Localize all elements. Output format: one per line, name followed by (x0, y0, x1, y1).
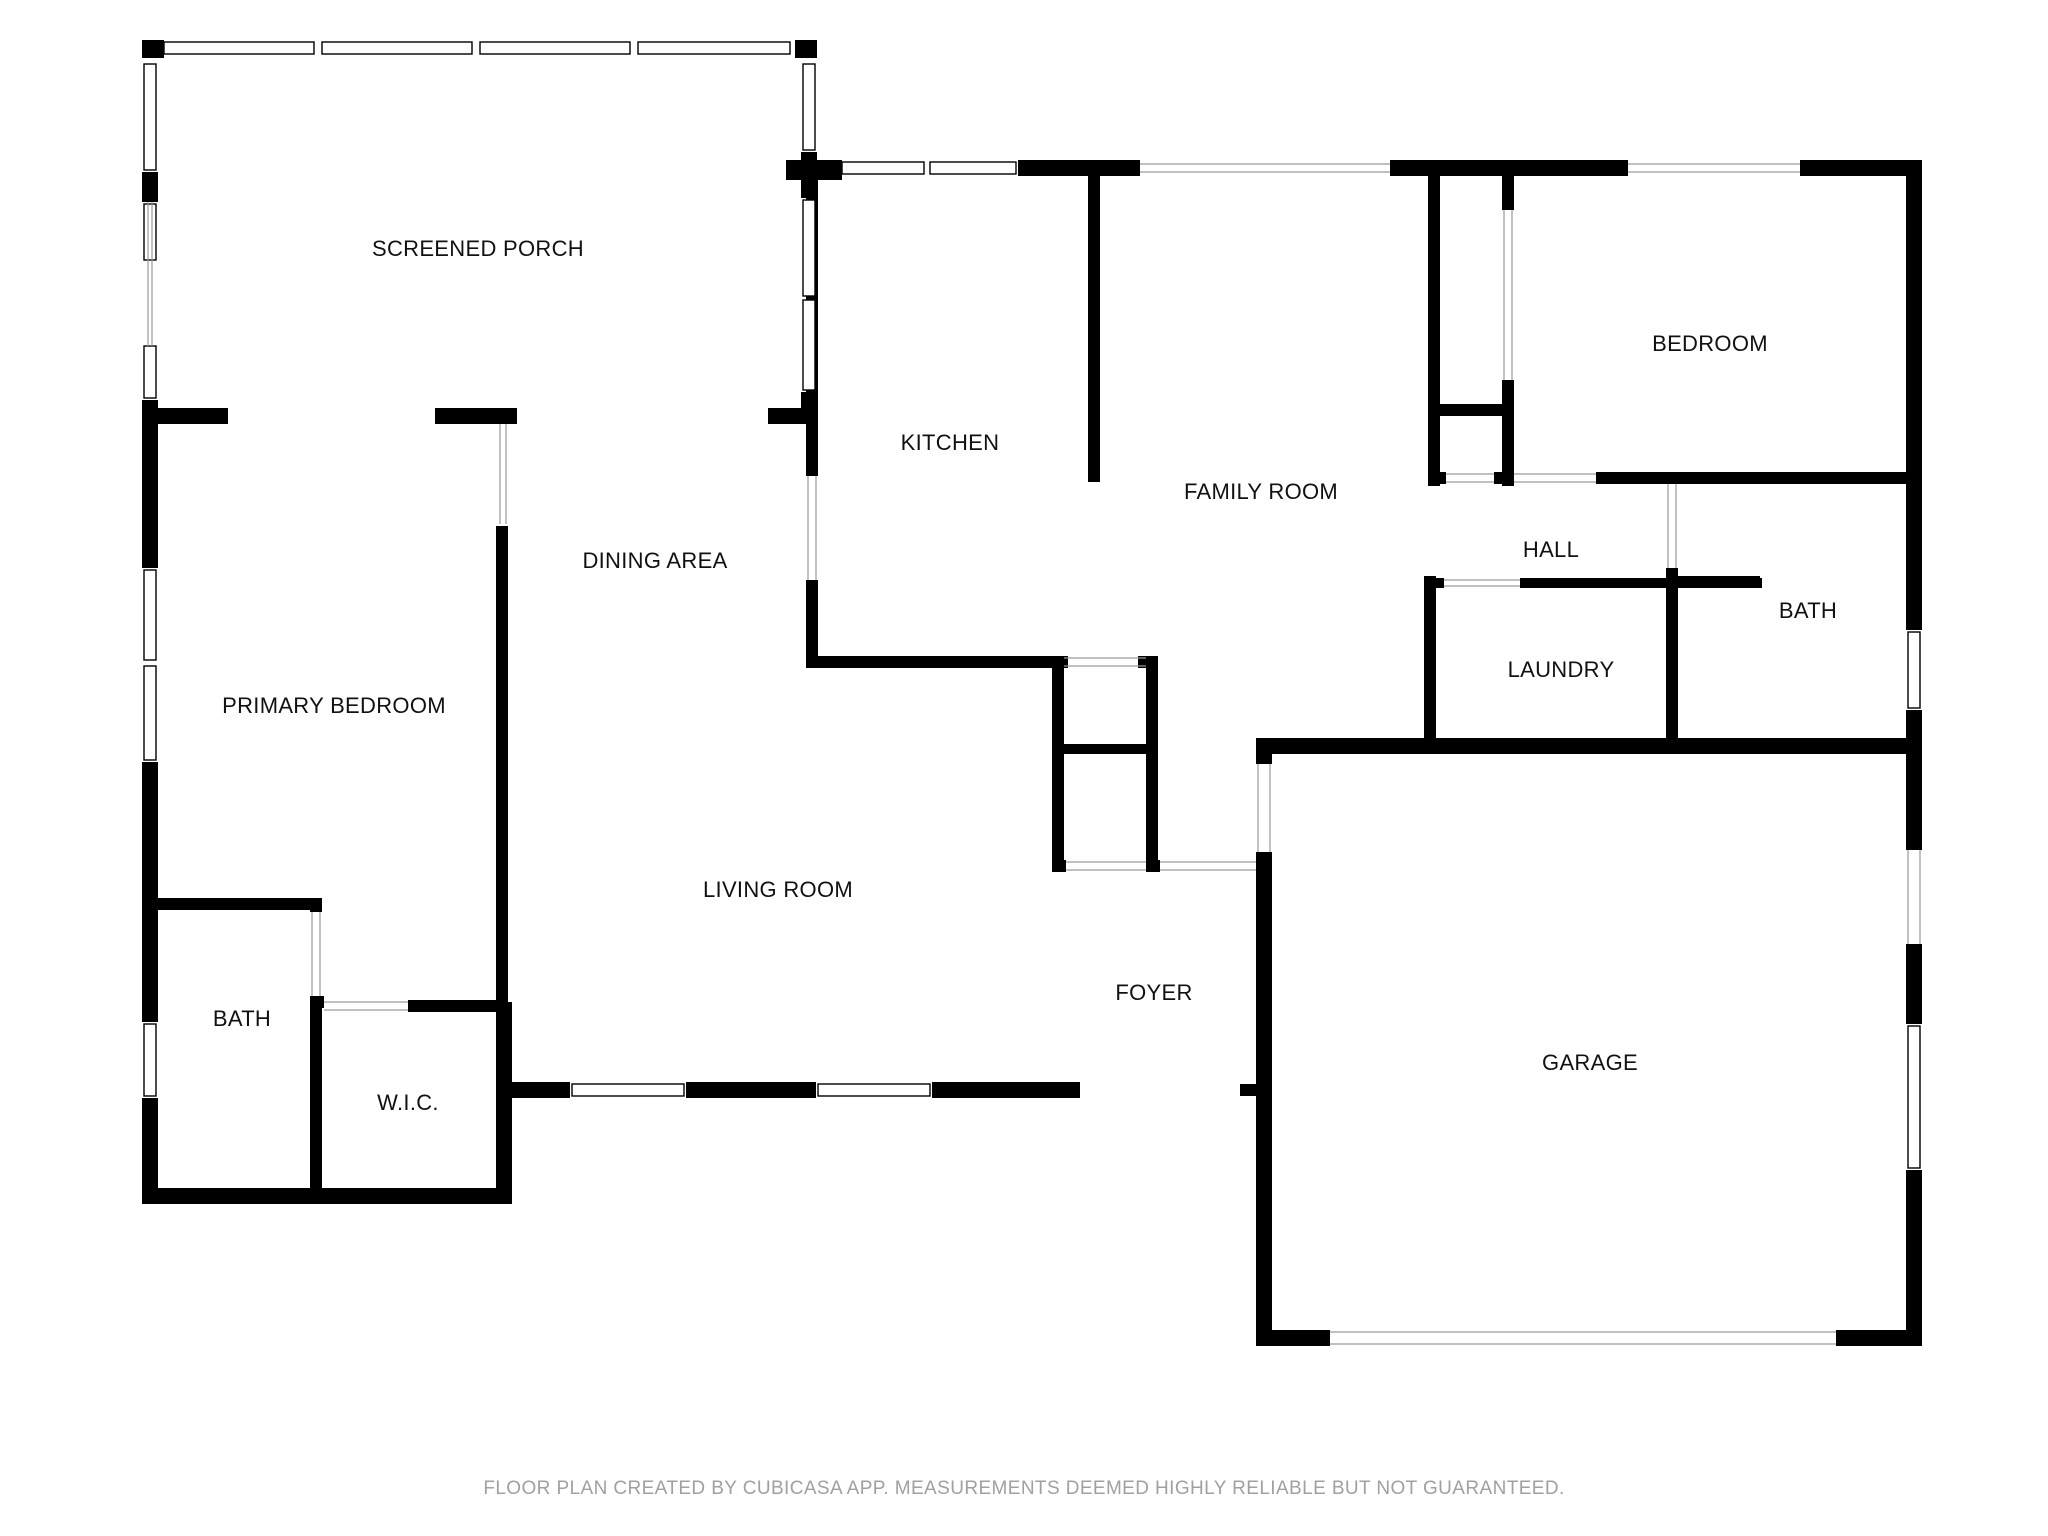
room-label-family-room: FAMILY ROOM (1184, 479, 1338, 504)
wall (1138, 656, 1158, 668)
walls (142, 40, 1922, 1346)
wall (310, 996, 322, 1202)
windows (143, 41, 1921, 1169)
window (1907, 631, 1921, 709)
room-label-garage: GARAGE (1542, 1050, 1638, 1075)
room-label-foyer: FOYER (1115, 980, 1192, 1005)
window (163, 41, 315, 55)
wall (1428, 404, 1512, 416)
wall (932, 1082, 1080, 1098)
room-label-bedroom: BEDROOM (1652, 331, 1768, 356)
wall (1256, 1330, 1330, 1346)
wall (1428, 170, 1440, 486)
wall (142, 762, 158, 1022)
wall (1520, 578, 1762, 588)
wall (408, 1000, 504, 1012)
room-labels: SCREENED PORCH KITCHEN FAMILY ROOM BEDRO… (213, 236, 1837, 1115)
window (1907, 1025, 1921, 1169)
room-label-laundry: LAUNDRY (1508, 657, 1615, 682)
wall (142, 408, 158, 568)
window (143, 569, 157, 661)
window (321, 41, 473, 55)
wall (1800, 160, 1922, 176)
wall (768, 408, 816, 424)
window (143, 1023, 157, 1097)
room-label-bath-east: BATH (1779, 598, 1837, 623)
wall (1146, 860, 1160, 872)
wall (1502, 380, 1514, 486)
wall (1424, 578, 1444, 588)
wall (1906, 1170, 1922, 1346)
wall (1906, 160, 1922, 476)
wall (686, 1082, 816, 1098)
wall (1146, 656, 1158, 872)
wall (1018, 160, 1140, 176)
wall (1052, 656, 1064, 872)
disclaimer-text: FLOOR PLAN CREATED BY CUBICASA APP. MEAS… (483, 1478, 1565, 1499)
wall (496, 526, 508, 1004)
room-label-bath-primary: BATH (213, 1006, 271, 1031)
wall (500, 1082, 570, 1098)
room-label-primary-bedroom: PRIMARY BEDROOM (222, 693, 446, 718)
wall (1596, 472, 1922, 484)
window (143, 203, 157, 261)
wall (310, 898, 322, 912)
window (802, 199, 816, 297)
wall (1906, 944, 1922, 1024)
wall (1906, 472, 1922, 630)
window (143, 63, 157, 171)
window (637, 41, 791, 55)
window (929, 161, 1017, 175)
window (802, 63, 816, 151)
window (802, 299, 816, 391)
room-label-screened-porch: SCREENED PORCH (372, 236, 584, 261)
wall (1390, 160, 1628, 176)
window (571, 1083, 685, 1097)
wall (1424, 576, 1436, 752)
wall (806, 580, 818, 668)
room-label-living-room: LIVING ROOM (703, 877, 853, 902)
window (143, 345, 157, 399)
wall (1678, 576, 1760, 588)
wall (142, 40, 164, 58)
window (479, 41, 631, 55)
wall (1494, 472, 1514, 484)
wall (316, 996, 324, 1008)
wall (1256, 738, 1272, 764)
wall (806, 656, 1068, 668)
wall (1906, 710, 1922, 850)
wall (496, 1002, 512, 1202)
wall (1052, 860, 1066, 872)
wall (1256, 738, 1922, 754)
wall (142, 1188, 512, 1204)
wall (1666, 568, 1678, 752)
room-label-hall: HALL (1523, 537, 1579, 562)
wall (1052, 744, 1158, 754)
window (817, 1083, 931, 1097)
room-label-kitchen: KITCHEN (901, 430, 1000, 455)
window (841, 161, 925, 175)
wall (1256, 852, 1272, 1346)
wall (142, 898, 322, 910)
wall (1088, 170, 1100, 482)
wall (142, 1098, 158, 1202)
wall (435, 408, 517, 424)
room-label-dining-area: DINING AREA (582, 548, 727, 573)
wall (795, 40, 817, 58)
door-openings (147, 163, 1921, 1345)
wall (142, 408, 228, 424)
wall (1836, 1330, 1922, 1346)
wall (142, 172, 158, 202)
wall (1428, 472, 1446, 484)
window (143, 665, 157, 761)
room-label-wic: W.I.C. (377, 1090, 439, 1115)
wall (1502, 170, 1514, 210)
